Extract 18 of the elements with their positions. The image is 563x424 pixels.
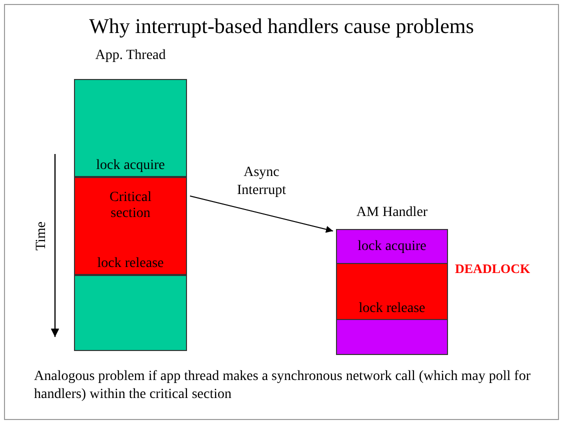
- axis-label: Time: [34, 220, 50, 253]
- warning-label: DEADLOCK: [455, 261, 530, 277]
- segment-label: lock acquire: [358, 238, 426, 254]
- timeline-segment: [336, 263, 448, 320]
- timeline-segment: [336, 319, 448, 355]
- timeline-segment: [74, 79, 187, 177]
- timeline-segment: [74, 275, 187, 351]
- timeline-segment: [336, 229, 448, 264]
- segment-label: lock acquire: [96, 158, 165, 174]
- column-heading: AM Handler: [355, 205, 429, 221]
- timeline-segment: [74, 177, 187, 275]
- footnote-text: Analogous problem if app thread makes a synchronous network call (which may poll for handlers) within the critical section: [34, 368, 532, 404]
- segment-label: Critical section: [108, 190, 152, 222]
- segment-label: lock release: [358, 301, 426, 317]
- slide-title: Why interrupt-based handlers cause problems: [88, 14, 475, 39]
- segment-label: lock release: [97, 256, 164, 272]
- column-heading: App. Thread: [94, 48, 167, 64]
- arrow: [190, 196, 334, 233]
